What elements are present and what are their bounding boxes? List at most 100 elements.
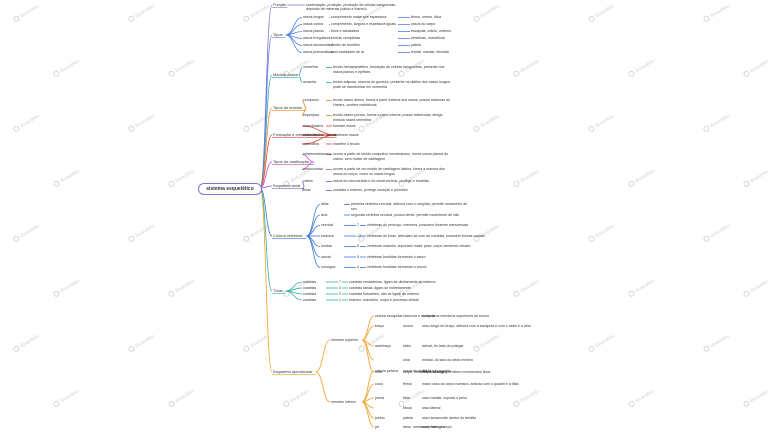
medula-item-0[interactable]: vermelha: [303, 65, 318, 70]
axial-num-5[interactable]: 5: [357, 254, 359, 259]
tipos2-text-2[interactable]: costelas flutuantes, não se ligam ao est…: [349, 291, 420, 296]
axial-num-3[interactable]: 12: [357, 233, 361, 238]
tipos-item-4[interactable]: ossos sesamoides: [303, 43, 333, 48]
medula-text-0[interactable]: tecido hematopoiético, formação de célul…: [333, 65, 445, 74]
apendicular-sub[interactable]: tarso, metatarso, falanges: [403, 424, 445, 429]
apendicular-sub[interactable]: fíbula: [403, 405, 412, 410]
branch-apendicular[interactable]: Esqueleto apendicular: [273, 368, 313, 374]
tipos-ex-1[interactable]: ossos do carpo: [411, 22, 436, 27]
ossificacao-item-0[interactable]: intramembranosa: [303, 152, 331, 157]
tipos2-text-0[interactable]: costelas verdadeiras, ligam-se diretamen…: [349, 279, 436, 284]
apendicular-sub[interactable]: fêmur: [403, 381, 413, 386]
root-node[interactable]: sistema esquelético: [198, 183, 262, 195]
tipos2-item-3[interactable]: costelas: [303, 297, 317, 302]
branch-tipos2[interactable]: Tórax: [273, 287, 284, 293]
apendicular-sub[interactable]: tíbia: [403, 395, 410, 400]
axial-text-6[interactable]: vértebras fundidas formando o cóccix: [367, 265, 427, 270]
branch-funcao[interactable]: Função: [273, 1, 287, 7]
apendicular-upper[interactable]: membro superior: [331, 337, 359, 342]
apendicular-item[interactable]: antebraço: [375, 343, 391, 348]
axial-item-5[interactable]: sacral: [321, 254, 331, 259]
formacao-text-0[interactable]: formam ossos: [333, 123, 356, 128]
ossificacao-text-0[interactable]: ocorre a partir de tecido conjuntivo mem…: [333, 152, 449, 161]
tipos-desc-2[interactable]: finos e achatados: [331, 29, 360, 34]
apendicular-sub[interactable]: carpo, metacarpo, falanges: [403, 369, 447, 374]
formacao-item-2[interactable]: osteócitos: [303, 141, 320, 146]
apendicular-text[interactable]: maior osso do corpo humano, articula com…: [422, 381, 519, 386]
tipos-desc-4[interactable]: dentro de tendões: [331, 43, 360, 48]
tipos-desc-3[interactable]: formas complexas: [331, 36, 361, 41]
axial-item-2[interactable]: cervical: [321, 223, 334, 228]
medula-text-1[interactable]: tecido adiposo, reserva de gordura, pres…: [333, 80, 451, 89]
axial-text-0[interactable]: primeira vértebra cervical, articula com…: [351, 202, 468, 211]
apendicular-text[interactable]: lateral, do lado do polegar: [422, 343, 464, 348]
branch-esqueleto[interactable]: Esqueleto axial: [273, 182, 301, 188]
tipos2-text-1[interactable]: costelas falsas, ligam-se indiretamente: [349, 285, 411, 290]
apendicular-text[interactable]: conecta os membros superiores ao tronco: [422, 313, 490, 318]
tipos-desc-0[interactable]: comprimento maior que espessura: [331, 15, 387, 20]
apendicular-lower[interactable]: membro inferior: [331, 399, 357, 404]
apendicular-sub[interactable]: patela: [403, 415, 413, 420]
apendicular-text[interactable]: osso medial, suporta o peso: [422, 395, 467, 400]
esqueleto-text-0[interactable]: ossos do neurocrânio e do viscerocrânio,…: [333, 179, 430, 184]
apendicular-item[interactable]: cintura pélvica: [375, 368, 398, 373]
formacao-text-1[interactable]: destroem ossos: [333, 132, 359, 137]
branch-tecidos[interactable]: Tipos de tecidos: [273, 104, 302, 110]
tipos2-item-2[interactable]: costelas: [303, 291, 317, 296]
apendicular-sub[interactable]: clavícula e escápula: [403, 313, 436, 318]
formacao-item-1[interactable]: osteoclastos: [303, 132, 323, 137]
axial-text-4[interactable]: vértebras maiores, suportam maior peso, …: [367, 244, 471, 249]
axial-item-4[interactable]: lombar: [321, 244, 332, 249]
tipos-item-5[interactable]: ossos pneumáticos: [303, 50, 334, 55]
axial-item-6[interactable]: coccígea: [321, 265, 336, 270]
branch-axial[interactable]: Coluna vertebral: [273, 232, 303, 238]
axial-item-1[interactable]: áxis: [321, 212, 328, 217]
tipos2-item-1[interactable]: costelas: [303, 285, 317, 290]
branch-tipos[interactable]: Tipos: [273, 31, 283, 37]
axial-text-1[interactable]: segunda vértebra cervical, possui dente,…: [351, 212, 460, 217]
apendicular-item[interactable]: cintura escapular: [375, 313, 403, 318]
axial-text-3[interactable]: vértebras do tórax, articulam-se com as …: [367, 233, 485, 238]
tipos2-num-0[interactable]: 7: [339, 279, 341, 284]
tipos-ex-5[interactable]: frontal, maxilar, etmoide: [411, 50, 450, 55]
apendicular-text[interactable]: sustentam o corpo: [422, 424, 452, 429]
apendicular-text[interactable]: ossos da mão, permitem movimentos finos: [422, 369, 491, 374]
apendicular-text[interactable]: ílio, ísquio e púbis: [422, 368, 451, 373]
tipos-ex-3[interactable]: vértebras, mandíbula: [411, 36, 445, 41]
tipos-ex-4[interactable]: patela: [411, 43, 421, 48]
tecidos-item-1[interactable]: esponjoso: [303, 113, 320, 118]
formacao-item-0[interactable]: osteoblastos: [303, 123, 324, 128]
tecidos-text-1[interactable]: tecido ósseo poroso, forma a parte inter…: [333, 113, 443, 122]
apendicular-item[interactable]: braço: [375, 323, 384, 328]
axial-num-4[interactable]: 5: [357, 244, 359, 249]
formacao-text-2[interactable]: mantêm o tecido: [333, 141, 360, 146]
ossificacao-item-1[interactable]: endocondral: [303, 167, 323, 172]
tipos-desc-5[interactable]: com cavidades de ar: [331, 50, 365, 55]
tipos2-num-1[interactable]: 3: [339, 285, 341, 290]
axial-item-3[interactable]: torácica: [321, 233, 334, 238]
tecidos-text-0[interactable]: tecido ósseo denso, forma a parte extern…: [333, 98, 451, 107]
tipos2-num-2[interactable]: 2: [339, 291, 341, 296]
branch-ossificacao[interactable]: Tipos de ossificação: [273, 158, 310, 164]
tipos-item-1[interactable]: ossos curtos: [303, 22, 324, 27]
apendicular-text[interactable]: osso sesamoide dentro do tendão: [422, 415, 477, 420]
apendicular-text[interactable]: medial, do lado do dedo mínimo: [422, 357, 474, 362]
tipos-ex-0[interactable]: fêmur, úmero, tíbia: [411, 15, 441, 20]
apendicular-text[interactable]: osso longo do braço, articula com a escá…: [422, 323, 531, 328]
apendicular-item[interactable]: perna: [375, 395, 385, 400]
tipos-item-2[interactable]: ossos planos: [303, 29, 324, 34]
ossificacao-text-1[interactable]: ocorre a partir de um molde de cartilage…: [333, 167, 445, 176]
axial-num-6[interactable]: 4: [357, 265, 359, 270]
apendicular-item[interactable]: coxa: [375, 381, 383, 386]
tipos-item-3[interactable]: ossos irregulares: [303, 36, 331, 41]
tipos-desc-1[interactable]: comprimento, largura e espessura iguais: [331, 22, 396, 27]
apendicular-item[interactable]: mão: [375, 369, 382, 374]
esqueleto-text-1[interactable]: costelas e esterno, protege coração e pu…: [333, 188, 408, 193]
branch-formacao[interactable]: Formação e crescimento dos ossos: [273, 131, 337, 137]
apendicular-sub[interactable]: ossos do quadril: [403, 368, 430, 373]
tipos2-num-3[interactable]: 1: [339, 297, 341, 302]
tipos2-text-3[interactable]: esterno: manúbrio, corpo e processo xifo…: [349, 297, 419, 302]
apendicular-text[interactable]: osso lateral: [422, 405, 441, 410]
medula-item-1[interactable]: amarela: [303, 80, 316, 85]
